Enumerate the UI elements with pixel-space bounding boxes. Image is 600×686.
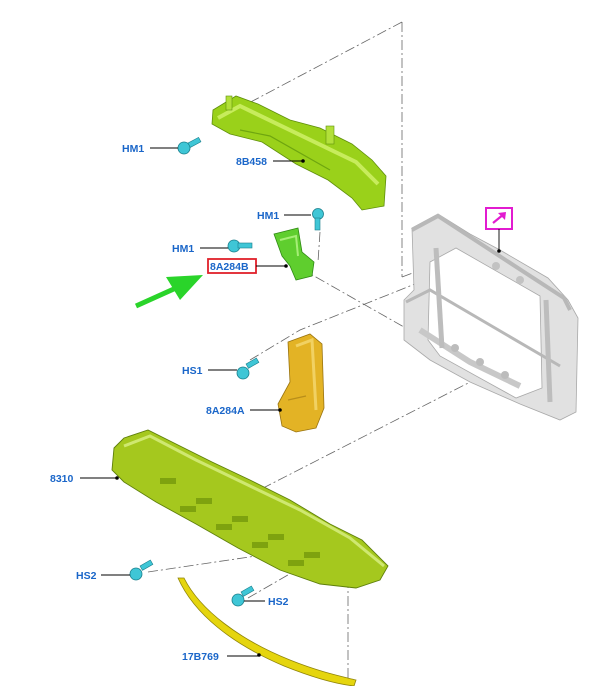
part-8310 [111,429,389,589]
callout-8b458: 8B458 [236,156,267,168]
part-8a284b [273,227,315,281]
callout-hm1-a: HM1 [122,143,144,155]
leader-lines [80,147,311,657]
corner-arrow-icon [485,207,513,253]
fastener-hs1 [236,357,260,380]
callout-hs2-a: HS2 [76,570,97,582]
callout-8a284b: 8A284B [210,261,249,273]
callout-hs2-b: HS2 [268,596,289,608]
part-17b769 [177,577,357,686]
fastener-hs2-a [129,559,154,581]
fastener-hm1-b [312,208,324,231]
callout-8310: 8310 [50,473,74,485]
part-8b458 [211,95,387,211]
callout-8a284a: 8A284A [206,405,245,417]
fastener-hm1-c [227,239,253,253]
radiator-support-frame [403,213,579,421]
fastener-hm1-a [177,136,202,155]
green-arrow-icon [134,275,203,309]
callout-17b769: 17B769 [182,651,219,663]
fastener-hs2-b [231,585,255,607]
callout-hm1-b: HM1 [257,210,279,222]
callout-hm1-c: HM1 [172,243,194,255]
part-8a284a [277,333,325,433]
callout-hs1: HS1 [182,365,203,377]
